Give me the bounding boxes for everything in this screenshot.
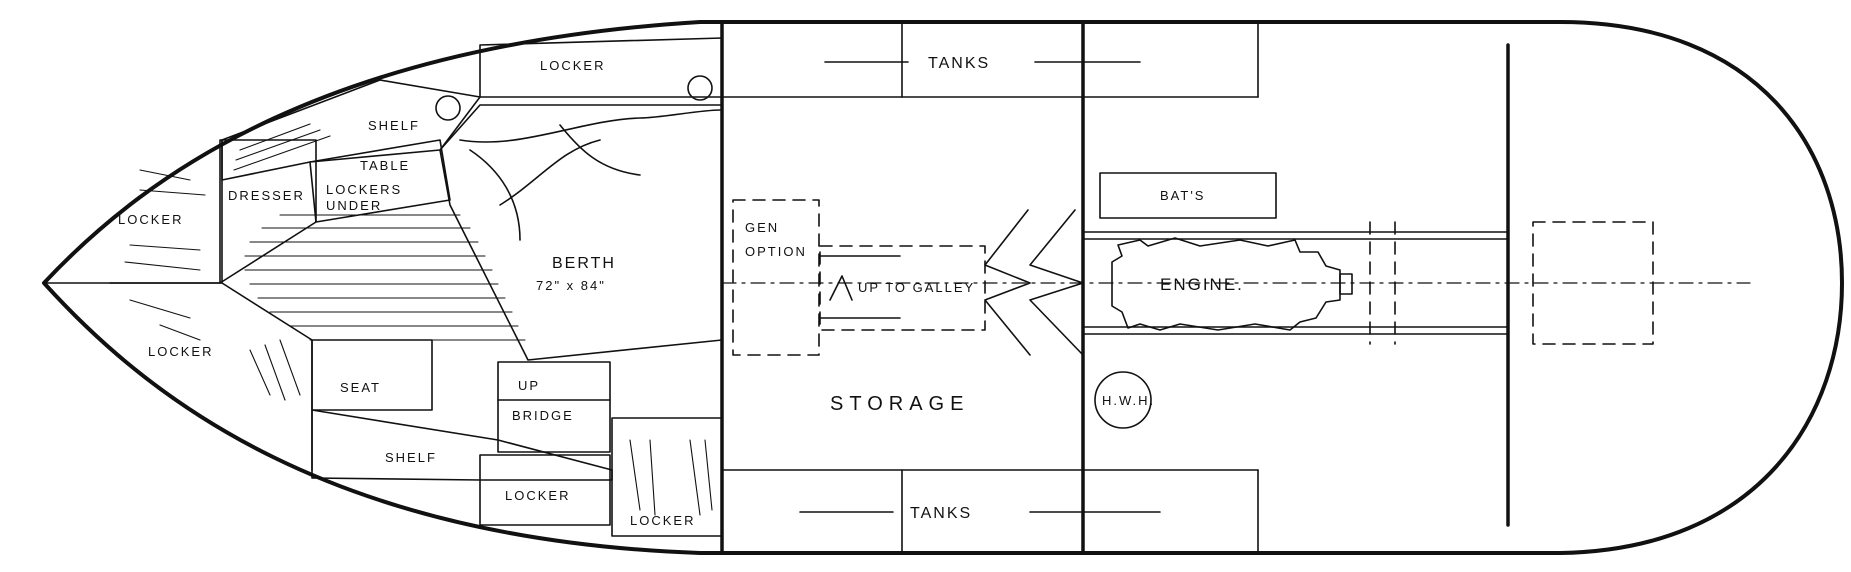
storage-label: STORAGE xyxy=(830,393,969,415)
bottom-locker-1-label: LOCKER xyxy=(505,488,570,503)
tanks-bottom-label: TANKS xyxy=(910,505,972,522)
tanks-top-label: TANKS xyxy=(928,55,990,72)
bottom-shelf-label: SHELF xyxy=(385,450,437,465)
top-shelf-outline xyxy=(221,79,481,181)
engine-outline xyxy=(1111,237,1341,331)
batteries-box xyxy=(1099,172,1277,219)
dresser-label: DRESSER xyxy=(228,188,305,203)
hwh-circle xyxy=(1094,371,1152,429)
top-shelf-hatching xyxy=(233,123,331,171)
seat-label: SEAT xyxy=(340,380,381,395)
bridge-stair-box xyxy=(497,361,611,453)
galley-stair-box xyxy=(819,245,986,331)
locker-hatch-marks xyxy=(124,169,713,516)
galley-stairs xyxy=(819,209,1031,356)
tanks-bottom xyxy=(721,469,1259,554)
engine-coupling xyxy=(1339,273,1353,295)
porthole-2 xyxy=(435,95,461,121)
bow-locker-lower-label: LOCKER xyxy=(148,344,213,359)
lockers-under-label-2: UNDER xyxy=(326,198,382,213)
tanks-top xyxy=(721,21,1259,98)
cabin-sole-hatching xyxy=(244,214,526,341)
generator-box xyxy=(732,199,820,356)
top-locker-outline xyxy=(479,37,723,98)
top-shelf-label: SHELF xyxy=(368,118,420,133)
table-label: TABLE xyxy=(360,158,410,173)
up-to-bridge-label-2: BRIDGE xyxy=(512,408,574,423)
engine-bed xyxy=(1082,221,1509,345)
generator-label-2: OPTION xyxy=(745,244,807,259)
bottom-locker-2 xyxy=(611,417,723,537)
bottom-locker-1 xyxy=(479,454,611,526)
berth-outline xyxy=(439,104,723,361)
lockers-under-label-1: LOCKERS xyxy=(326,182,402,197)
batteries-label: BAT'S xyxy=(1160,188,1205,203)
bow-locker-lower-outline xyxy=(109,282,313,471)
engine-mount-lines xyxy=(1029,209,1084,356)
dresser-outline xyxy=(219,139,317,284)
hull-outline xyxy=(42,20,1844,555)
engine-label: ENGINE. xyxy=(1160,275,1244,294)
bottom-locker-2-label: LOCKER xyxy=(630,513,695,528)
top-locker-label: LOCKER xyxy=(540,58,605,73)
berth-size-label: 72" x 84" xyxy=(536,278,606,293)
bow-locker-upper-label: LOCKER xyxy=(118,212,183,227)
up-to-bridge-label-1: UP xyxy=(518,378,540,393)
berth-label: BERTH xyxy=(552,255,616,272)
aft-dashed-box xyxy=(1532,221,1654,345)
berth-blanket-folds xyxy=(459,109,721,241)
hwh-label: H.W.H. xyxy=(1102,393,1155,408)
porthole-1 xyxy=(687,75,713,101)
generator-label-1: GEN xyxy=(745,220,779,235)
table-outline xyxy=(309,139,451,223)
up-to-galley-label: UP TO GALLEY xyxy=(858,280,975,295)
seat-box xyxy=(311,339,433,411)
